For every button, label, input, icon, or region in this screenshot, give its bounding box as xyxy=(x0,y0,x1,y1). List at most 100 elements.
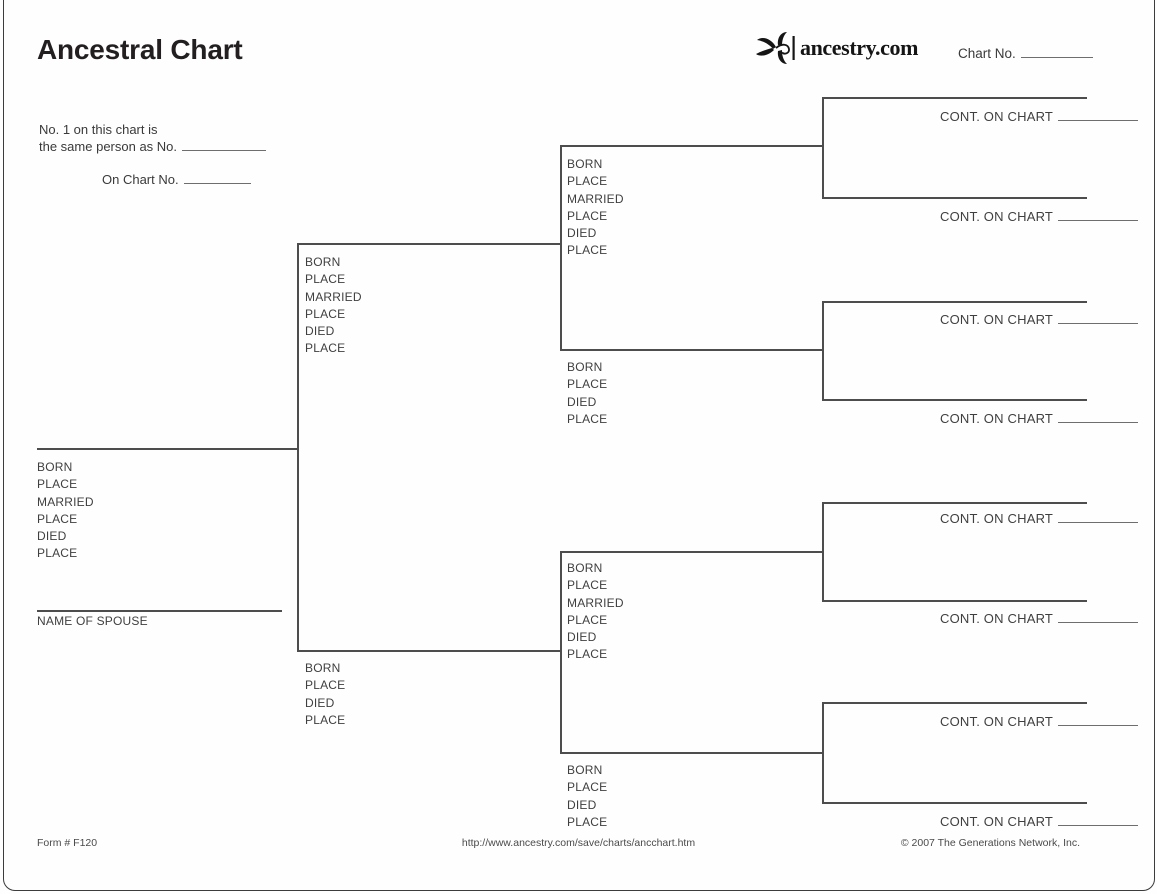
field-label: MARRIED xyxy=(37,494,94,509)
cont-chart-no-blank-11[interactable] xyxy=(1058,411,1139,423)
cont-chart-no-blank-15[interactable] xyxy=(1058,814,1139,826)
chart-no-label: Chart No. xyxy=(958,46,1016,61)
name-line-great-grandparent-14[interactable] xyxy=(822,702,1087,704)
ancestry-logo-text: ancestry.com xyxy=(800,35,918,60)
field-label: PLACE xyxy=(567,578,608,593)
ancestry-logo: ancestry.com xyxy=(756,31,918,65)
connector-great-grandparents-12-13 xyxy=(822,502,824,601)
father-2-field-labels: BORN PLACE MARRIED PLACE DIED PLACE xyxy=(305,254,362,358)
field-label: PLACE xyxy=(567,377,608,392)
field-label: BORN xyxy=(567,763,603,777)
spouse-name-label: NAME OF SPOUSE xyxy=(37,614,148,628)
field-label: PLACE xyxy=(37,546,78,561)
name-line-spouse[interactable] xyxy=(37,610,282,612)
field-label: BORN xyxy=(567,360,603,374)
field-label: PLACE xyxy=(305,712,346,727)
name-line-father-2[interactable] xyxy=(297,243,561,245)
connector-great-grandparents-14-15 xyxy=(822,702,824,803)
name-line-great-grandparent-11[interactable] xyxy=(822,399,1087,401)
field-label: BORN xyxy=(37,460,73,474)
field-label: MARRIED xyxy=(567,191,624,206)
field-label: PLACE xyxy=(305,341,346,356)
connector-great-grandparents-8-9 xyxy=(822,97,824,198)
ancestry-leaf-icon xyxy=(756,32,795,64)
cont-chart-no-blank-10[interactable] xyxy=(1058,312,1139,324)
name-line-grandmother-7[interactable] xyxy=(560,752,823,754)
field-label: DIED xyxy=(567,630,597,645)
chart-no-field: Chart No. xyxy=(958,46,1093,61)
cont-on-chart-15: CONT. ON CHART xyxy=(940,814,1139,829)
field-label: BORN xyxy=(567,561,603,575)
cont-on-chart-label: CONT. ON CHART xyxy=(940,209,1054,224)
connector-paternal-grandparents xyxy=(560,145,562,350)
name-line-mother-3[interactable] xyxy=(297,650,561,652)
on-chart-no-blank[interactable] xyxy=(183,172,251,184)
cont-on-chart-label: CONT. ON CHART xyxy=(940,814,1054,829)
name-line-great-grandparent-9[interactable] xyxy=(822,197,1087,199)
cont-on-chart-label: CONT. ON CHART xyxy=(940,312,1054,327)
cont-on-chart-9: CONT. ON CHART xyxy=(940,209,1139,224)
field-label: PLACE xyxy=(305,306,346,321)
note-line3-text: On Chart No. xyxy=(102,172,179,187)
connector-parents xyxy=(297,243,299,651)
chart-no-blank[interactable] xyxy=(1020,46,1093,58)
field-label: PLACE xyxy=(567,174,608,189)
cont-chart-no-blank-13[interactable] xyxy=(1058,611,1139,623)
field-label: PLACE xyxy=(567,243,608,258)
cont-on-chart-label: CONT. ON CHART xyxy=(940,611,1054,626)
name-line-great-grandparent-10[interactable] xyxy=(822,301,1087,303)
field-label: PLACE xyxy=(567,208,608,223)
cont-on-chart-label: CONT. ON CHART xyxy=(940,411,1054,426)
cont-on-chart-13: CONT. ON CHART xyxy=(940,611,1139,626)
name-line-grandfather-6[interactable] xyxy=(560,551,823,553)
field-label: DIED xyxy=(37,529,67,544)
name-line-person-1[interactable] xyxy=(37,448,298,450)
field-label: BORN xyxy=(305,661,341,675)
cont-on-chart-12: CONT. ON CHART xyxy=(940,511,1139,526)
field-label: PLACE xyxy=(567,814,608,829)
cont-chart-no-blank-14[interactable] xyxy=(1058,714,1139,726)
cont-on-chart-label: CONT. ON CHART xyxy=(940,109,1054,124)
field-label: DIED xyxy=(567,226,597,241)
field-label: BORN xyxy=(567,157,603,171)
grandfather-4-field-labels: BORN PLACE MARRIED PLACE DIED PLACE xyxy=(567,156,624,260)
field-label: PLACE xyxy=(567,780,608,795)
cont-on-chart-8: CONT. ON CHART xyxy=(940,109,1139,124)
connector-great-grandparents-10-11 xyxy=(822,301,824,400)
cont-on-chart-10: CONT. ON CHART xyxy=(940,312,1139,327)
name-line-grandfather-4[interactable] xyxy=(560,145,823,147)
field-label: BORN xyxy=(305,255,341,269)
field-label: PLACE xyxy=(305,272,346,287)
name-line-great-grandparent-13[interactable] xyxy=(822,600,1087,602)
cont-chart-no-blank-9[interactable] xyxy=(1058,209,1139,221)
field-label: DIED xyxy=(305,695,335,710)
cont-on-chart-11: CONT. ON CHART xyxy=(940,411,1139,426)
name-line-great-grandparent-15[interactable] xyxy=(822,802,1087,804)
note-line3: On Chart No. xyxy=(102,172,251,187)
field-label: MARRIED xyxy=(305,289,362,304)
note-line2: the same person as No. xyxy=(39,139,267,154)
name-line-great-grandparent-8[interactable] xyxy=(822,97,1087,99)
name-line-great-grandparent-12[interactable] xyxy=(822,502,1087,504)
same-person-no-blank[interactable] xyxy=(182,139,267,151)
name-line-grandmother-5[interactable] xyxy=(560,349,823,351)
form-url: http://www.ancestry.com/save/charts/ancc… xyxy=(461,837,696,849)
page-title: Ancestral Chart xyxy=(37,34,243,65)
note-line2-text: the same person as No. xyxy=(39,139,178,154)
copyright-notice: © 2007 The Generations Network, Inc. xyxy=(900,837,1080,849)
cont-chart-no-blank-12[interactable] xyxy=(1058,511,1139,523)
cont-on-chart-label: CONT. ON CHART xyxy=(940,511,1054,526)
field-label: PLACE xyxy=(567,647,608,662)
field-label: PLACE xyxy=(567,411,608,426)
form-number: Form # F120 xyxy=(37,837,98,849)
field-label: DIED xyxy=(305,324,335,339)
page-border xyxy=(3,0,1155,891)
field-label: PLACE xyxy=(37,511,78,526)
cont-chart-no-blank-8[interactable] xyxy=(1058,109,1139,121)
